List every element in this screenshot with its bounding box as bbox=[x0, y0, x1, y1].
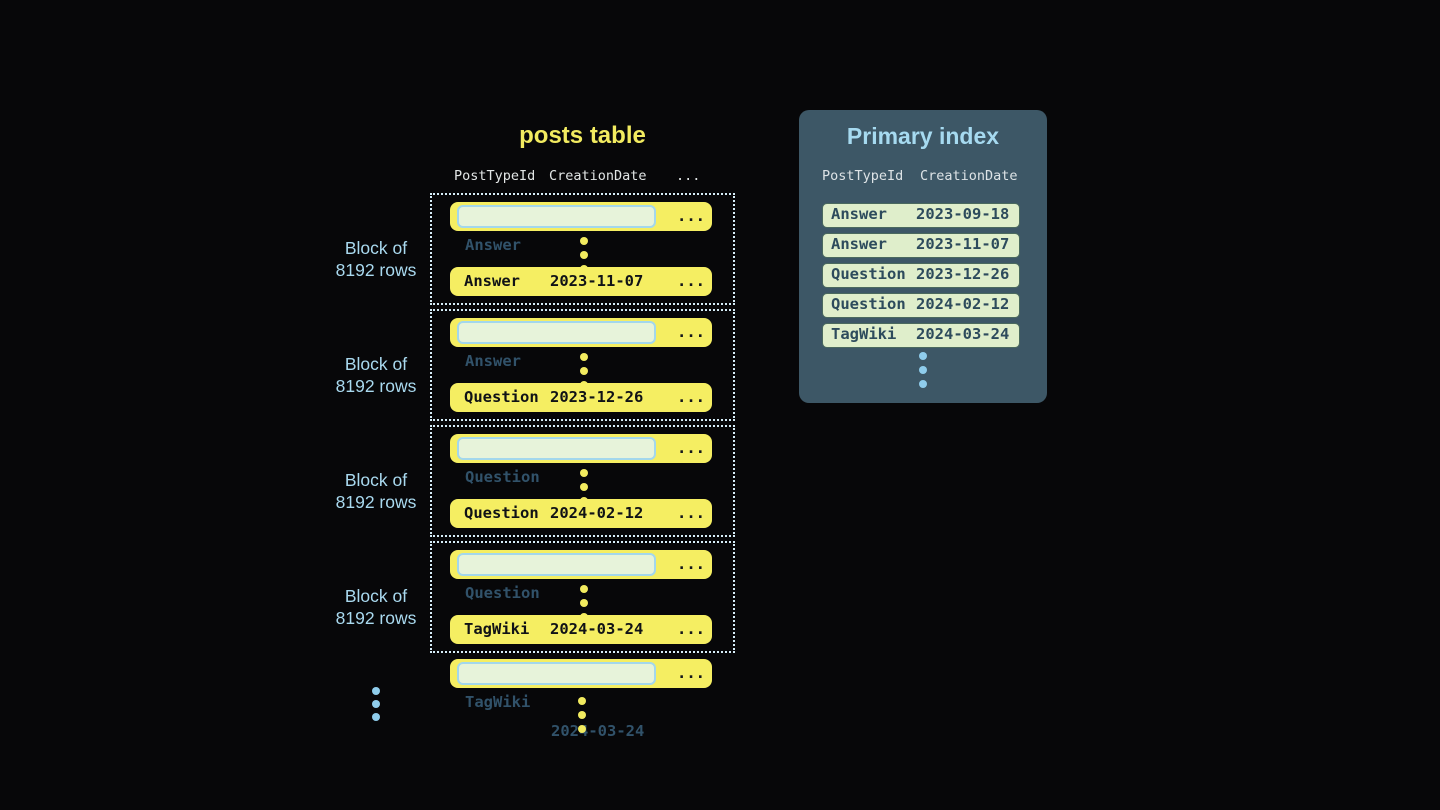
table-row-highlighted: ... Answer 2023-09-18 bbox=[450, 202, 712, 283]
table-block-1: ... Answer 2023-09-18 Answer 2023-11-07 … bbox=[430, 193, 735, 305]
vertical-ellipsis-dots bbox=[372, 687, 380, 695]
index-row: Answer 2023-11-07 bbox=[822, 233, 1020, 258]
vertical-ellipsis-dots bbox=[372, 700, 380, 708]
vertical-ellipsis-dots bbox=[919, 352, 927, 360]
posts-col-creationdate: CreationDate bbox=[549, 168, 647, 184]
vertical-ellipsis-dots bbox=[580, 585, 588, 593]
index-row: TagWiki 2024-03-24 bbox=[822, 323, 1020, 348]
table-row: Question 2023-12-26 ... bbox=[450, 383, 712, 412]
vertical-ellipsis-dots bbox=[578, 711, 586, 719]
vertical-ellipsis-dots bbox=[919, 380, 927, 388]
posts-table-title: posts table bbox=[519, 122, 646, 149]
index-mark-highlight-box: Answer 2023-09-18 bbox=[457, 205, 656, 283]
table-row-highlighted: ... TagWiki 2024-03-24 bbox=[450, 659, 712, 740]
vertical-ellipsis-dots bbox=[372, 713, 380, 721]
posts-col-ellipsis: ... bbox=[676, 168, 701, 184]
table-row-highlighted: ... Answer 2023-11-07 bbox=[450, 318, 712, 399]
vertical-ellipsis-dots bbox=[580, 237, 588, 245]
vertical-ellipsis-dots bbox=[578, 697, 586, 705]
table-block-2: ... Answer 2023-11-07 Question 2023-12-2… bbox=[430, 309, 735, 421]
index-col-creationdate: CreationDate bbox=[920, 168, 1018, 184]
posts-col-posttypeid: PostTypeId bbox=[454, 168, 536, 184]
table-row-highlighted: ... Question 2024-02-12 bbox=[450, 550, 712, 631]
primary-index-title: Primary index bbox=[846, 123, 1000, 149]
index-row: Question 2024-02-12 bbox=[822, 293, 1020, 318]
vertical-ellipsis-dots bbox=[580, 367, 588, 375]
table-block-4: ... Question 2024-02-12 TagWiki 2024-03-… bbox=[430, 541, 735, 653]
vertical-ellipsis-dots bbox=[919, 366, 927, 374]
table-row: Question 2024-02-12 ... bbox=[450, 499, 712, 528]
index-mark-highlight-box: Question 2024-02-12 bbox=[457, 553, 656, 631]
table-row-highlighted: ... Question 2023-12-26 bbox=[450, 434, 712, 515]
block-label-1: Block of 8192 rows bbox=[335, 238, 417, 280]
index-mark-highlight-box: Answer 2023-11-07 bbox=[457, 321, 656, 399]
vertical-ellipsis-dots bbox=[580, 353, 588, 361]
index-mark-highlight-box: Question 2023-12-26 bbox=[457, 437, 656, 515]
index-row: Answer 2023-09-18 bbox=[822, 203, 1020, 228]
vertical-ellipsis-dots bbox=[580, 599, 588, 607]
index-col-posttypeid: PostTypeId bbox=[822, 168, 904, 184]
vertical-ellipsis-dots bbox=[578, 725, 586, 733]
block-label-4: Block of 8192 rows bbox=[335, 586, 417, 628]
index-row: Question 2023-12-26 bbox=[822, 263, 1020, 288]
table-row: Answer 2023-11-07 ... bbox=[450, 267, 712, 296]
block-label-2: Block of 8192 rows bbox=[335, 354, 417, 396]
table-block-3: ... Question 2023-12-26 Question 2024-02… bbox=[430, 425, 735, 537]
vertical-ellipsis-dots bbox=[580, 483, 588, 491]
vertical-ellipsis-dots bbox=[580, 469, 588, 477]
table-row: TagWiki 2024-03-24 ... bbox=[450, 615, 712, 644]
block-label-3: Block of 8192 rows bbox=[335, 470, 417, 512]
index-mark-highlight-box: TagWiki 2024-03-24 bbox=[457, 662, 656, 740]
vertical-ellipsis-dots bbox=[580, 251, 588, 259]
